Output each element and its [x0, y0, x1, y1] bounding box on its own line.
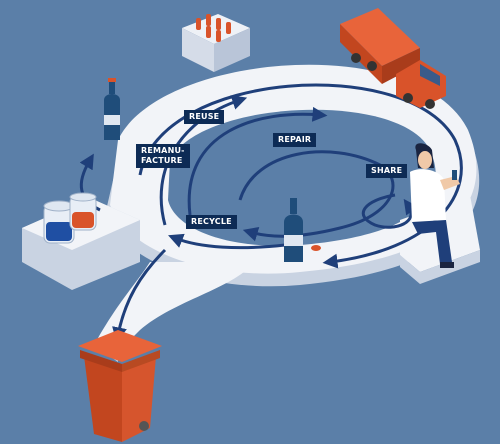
label-repair: REPAIR — [273, 133, 317, 147]
person-with-phone-icon — [410, 143, 460, 268]
bottle-icon — [284, 198, 303, 262]
label-share: SHARE — [366, 164, 408, 178]
label-recycle: RECYCLE — [186, 215, 237, 229]
crate-of-bottles-icon — [182, 14, 250, 72]
bottle-cap-icon — [311, 245, 321, 251]
label-reuse: REUSE — [184, 110, 225, 124]
jars-icon — [43, 192, 97, 244]
delivery-truck-icon — [340, 8, 446, 109]
label-remanufacture: REMANU- FACTURE — [136, 144, 190, 168]
bottle-icon — [104, 78, 120, 140]
trash-bin-icon — [78, 330, 162, 442]
